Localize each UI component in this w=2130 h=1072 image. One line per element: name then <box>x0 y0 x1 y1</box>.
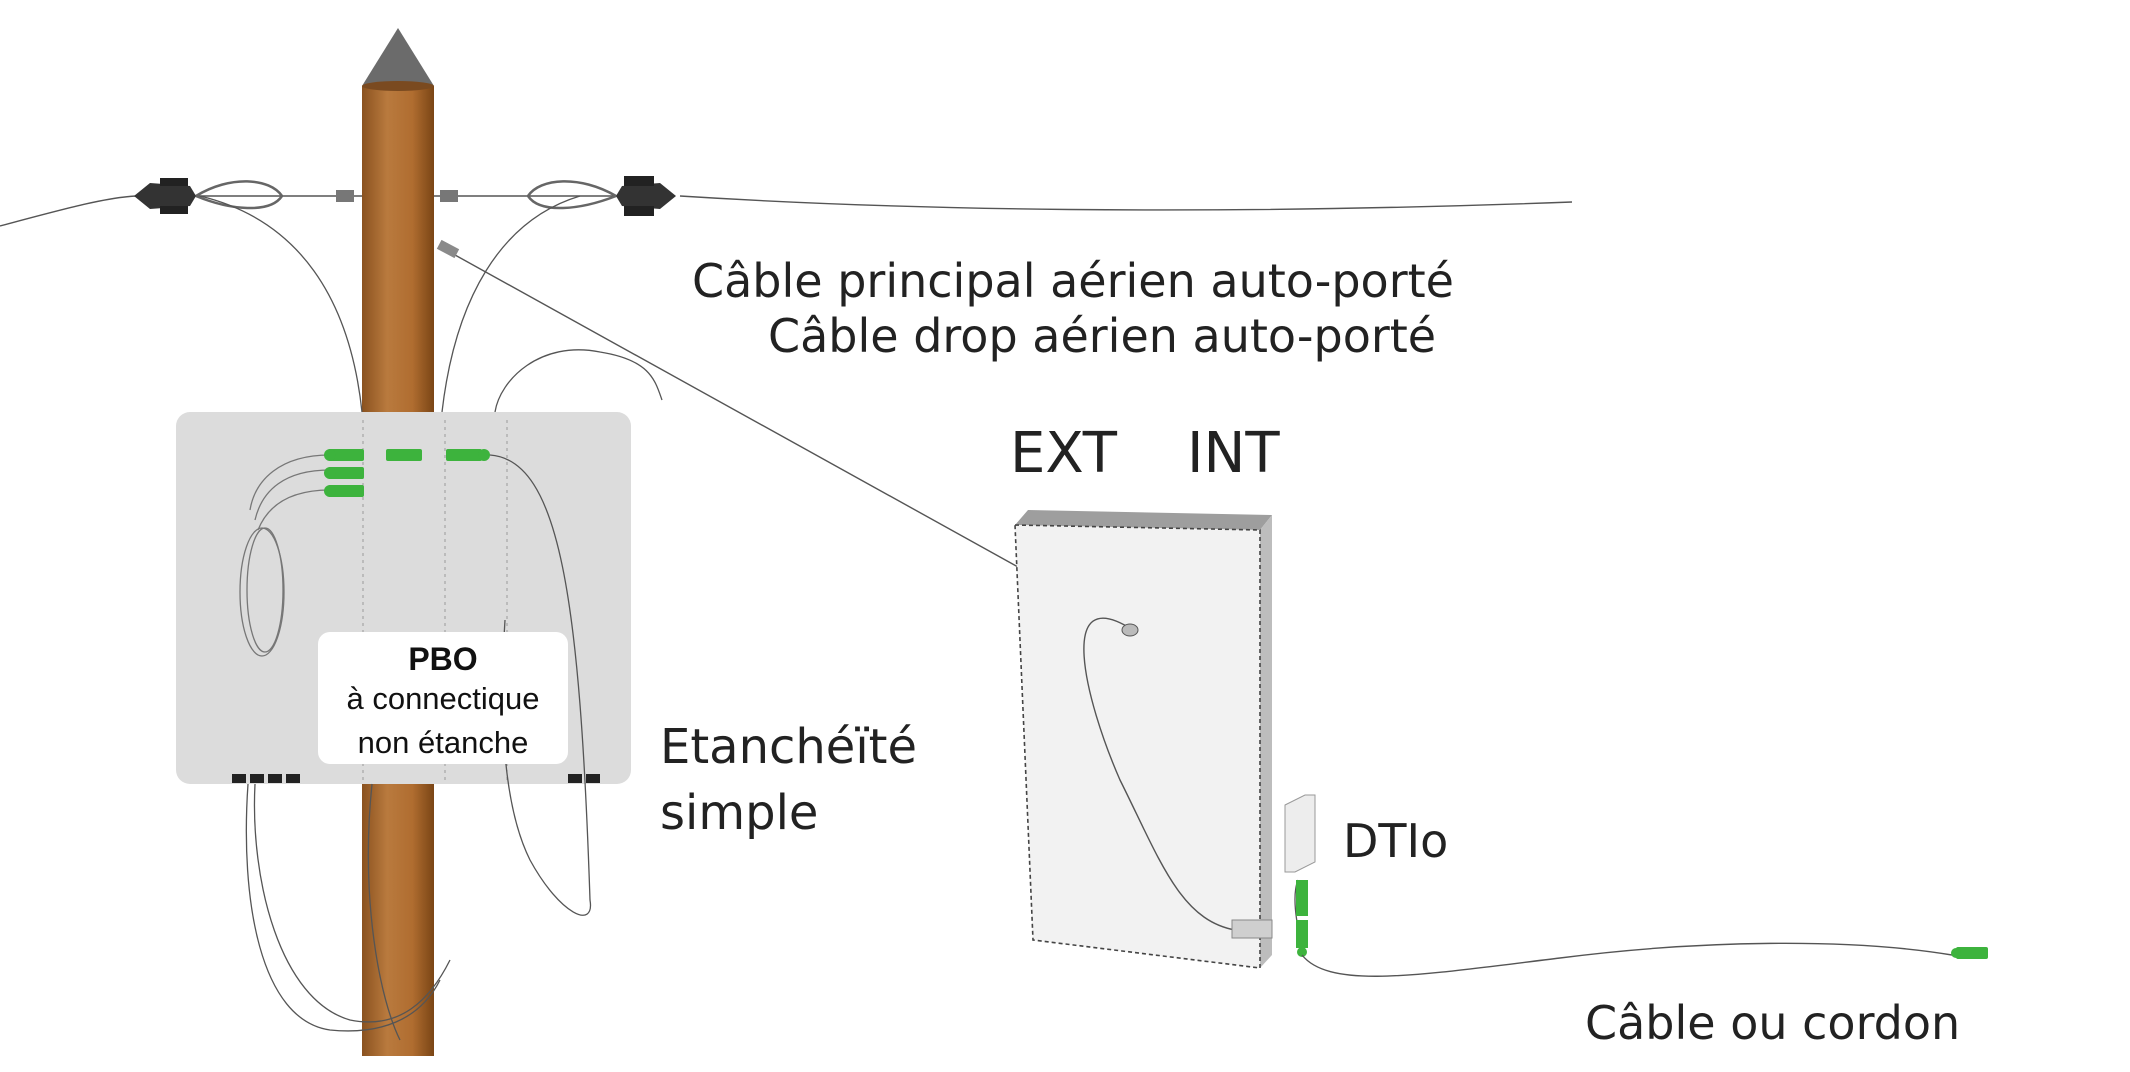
drop-cable-clamp <box>436 239 460 259</box>
dead-end-clamp-icon <box>134 178 354 214</box>
dtio-outlet <box>1284 794 1316 957</box>
cable-end-cap <box>1121 623 1139 637</box>
sc-apc-connector-icon <box>324 449 490 497</box>
pbo-line1: à connectique <box>346 681 540 717</box>
sc-apc-connector-icon <box>1951 947 1988 959</box>
lower-fiber-loop-2 <box>253 783 451 1023</box>
drop-cable-label: Câble drop aérien auto-porté <box>768 309 1437 363</box>
wall-sleeve <box>1231 919 1273 939</box>
drop-cable-left <box>199 195 363 413</box>
patch-cord <box>1301 942 1953 977</box>
drop-cable-loop <box>494 349 663 413</box>
sealing-label-line2: simple <box>660 785 819 841</box>
sc-apc-connector-icon <box>1296 880 1308 916</box>
building-wall <box>1014 510 1272 969</box>
lower-fiber-loop-3 <box>367 783 401 1041</box>
sealing-label-line1: Etanchéïté <box>660 719 918 775</box>
ext-label: EXT <box>1010 421 1117 486</box>
cable-gland <box>232 774 600 783</box>
fiber-coil <box>239 454 331 657</box>
pbo-label-card: PBO à connectique non étanche <box>318 632 568 764</box>
lower-fiber-loop <box>245 783 441 1032</box>
sc-apc-connector-icon <box>1296 920 1308 948</box>
pbo-line2: non étanche <box>357 724 529 760</box>
main-aerial-cable <box>0 195 1573 227</box>
main-cable-label: Câble principal aérien auto-porté <box>692 254 1454 308</box>
dtio-label: DTIo <box>1343 814 1449 868</box>
pbo-title: PBO <box>408 641 478 677</box>
cable-or-cord-label: Câble ou cordon <box>1585 996 1961 1050</box>
int-label: INT <box>1187 421 1280 486</box>
dead-end-clamp-icon <box>440 176 676 216</box>
pole-cap <box>362 28 434 86</box>
drop-cable-right <box>441 195 581 413</box>
drop-cable-through-wall <box>1083 617 1236 931</box>
